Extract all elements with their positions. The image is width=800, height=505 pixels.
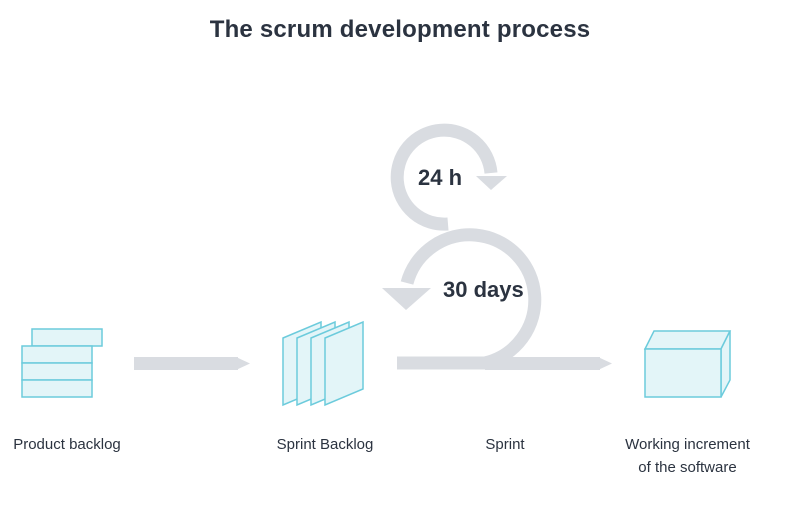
working-increment-label: Working increment of the software	[605, 433, 770, 479]
working-increment-line1: Working increment	[625, 436, 750, 453]
software-increment-icon	[643, 330, 732, 398]
product-backlog-label: Product backlog	[13, 436, 121, 453]
diagram-title: The scrum development process	[209, 16, 591, 43]
sprint-label: Sprint	[485, 436, 525, 453]
daily-loop-arrow-head	[476, 176, 507, 190]
working-increment-line2: of the software	[638, 459, 737, 476]
sprint-backlog-label: Sprint Backlog	[276, 436, 374, 453]
sprint-backlog-icon	[282, 320, 364, 407]
product-backlog-icon	[21, 328, 103, 398]
sprint-loop-label: 30 days	[443, 277, 524, 302]
sprint-loop-arrow	[397, 228, 600, 370]
sprint-arrow-head	[598, 357, 612, 370]
daily-loop-arrow	[390, 123, 498, 231]
daily-loop-label: 24 h	[418, 165, 462, 190]
loop-30-days-arrow-head	[382, 288, 431, 310]
arrow-backlog-to-sprint-backlog	[134, 357, 250, 370]
